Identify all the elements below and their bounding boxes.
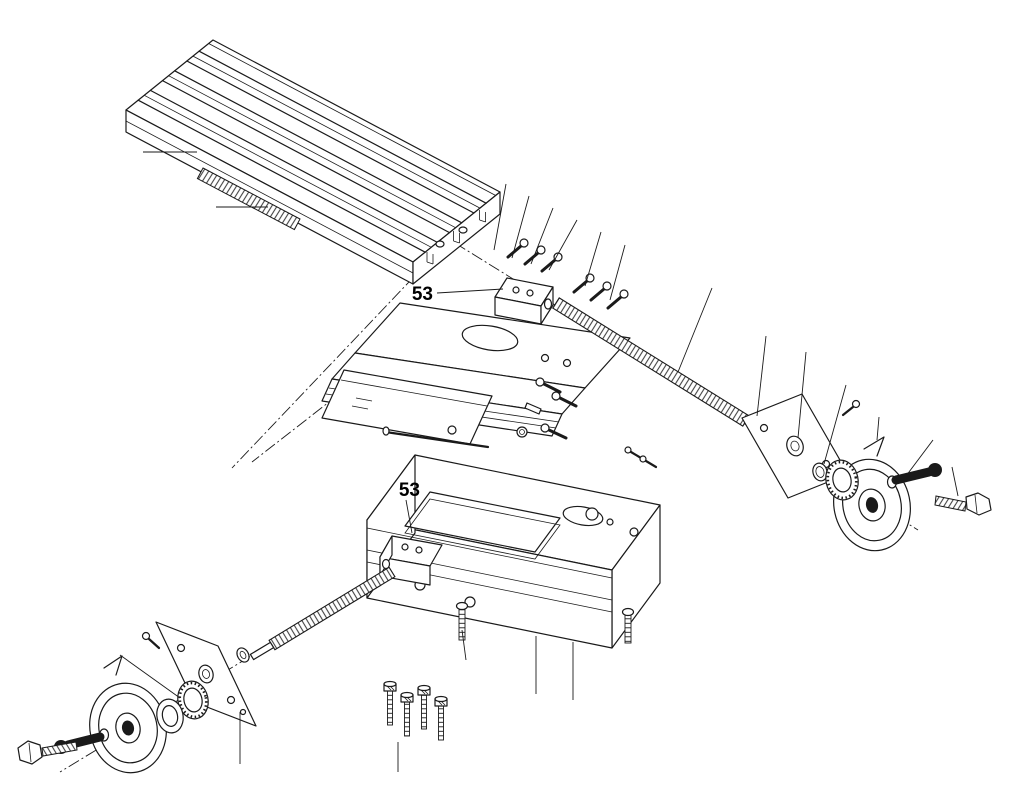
right-handle-bolt <box>934 492 992 516</box>
base-mounting-screws <box>383 680 448 741</box>
right-index-mark <box>863 436 885 457</box>
right-bearing-ring <box>825 459 859 501</box>
part-number-53-upper: 53 <box>412 284 433 305</box>
left-bearing-rings <box>156 680 209 734</box>
base-embedded-screw-left <box>455 601 469 641</box>
lower-leadscrew <box>236 566 396 663</box>
right-handle-grip <box>891 463 942 485</box>
plate-screw <box>141 631 161 650</box>
fastener-screws-upper <box>506 238 629 310</box>
left-index-mark <box>103 655 123 676</box>
leader-lines <box>119 151 959 772</box>
table-rack <box>196 167 301 231</box>
table-end-slot-profiles <box>426 210 487 265</box>
left-end-plate <box>141 621 257 727</box>
fastener-screws-middle <box>382 377 658 469</box>
base-recess <box>404 491 561 553</box>
part-number-53-lower: 53 <box>399 480 420 501</box>
plate-screw <box>841 399 861 417</box>
part-labels: 53 53 <box>399 284 504 534</box>
upper-feed-nut-block <box>494 277 554 325</box>
left-handle-bolt <box>17 740 78 765</box>
worktable <box>125 39 501 285</box>
right-handwheel <box>825 436 942 552</box>
gib-pin <box>382 426 490 449</box>
base-embedded-screw-right <box>621 607 635 644</box>
left-handwheel <box>54 655 167 774</box>
